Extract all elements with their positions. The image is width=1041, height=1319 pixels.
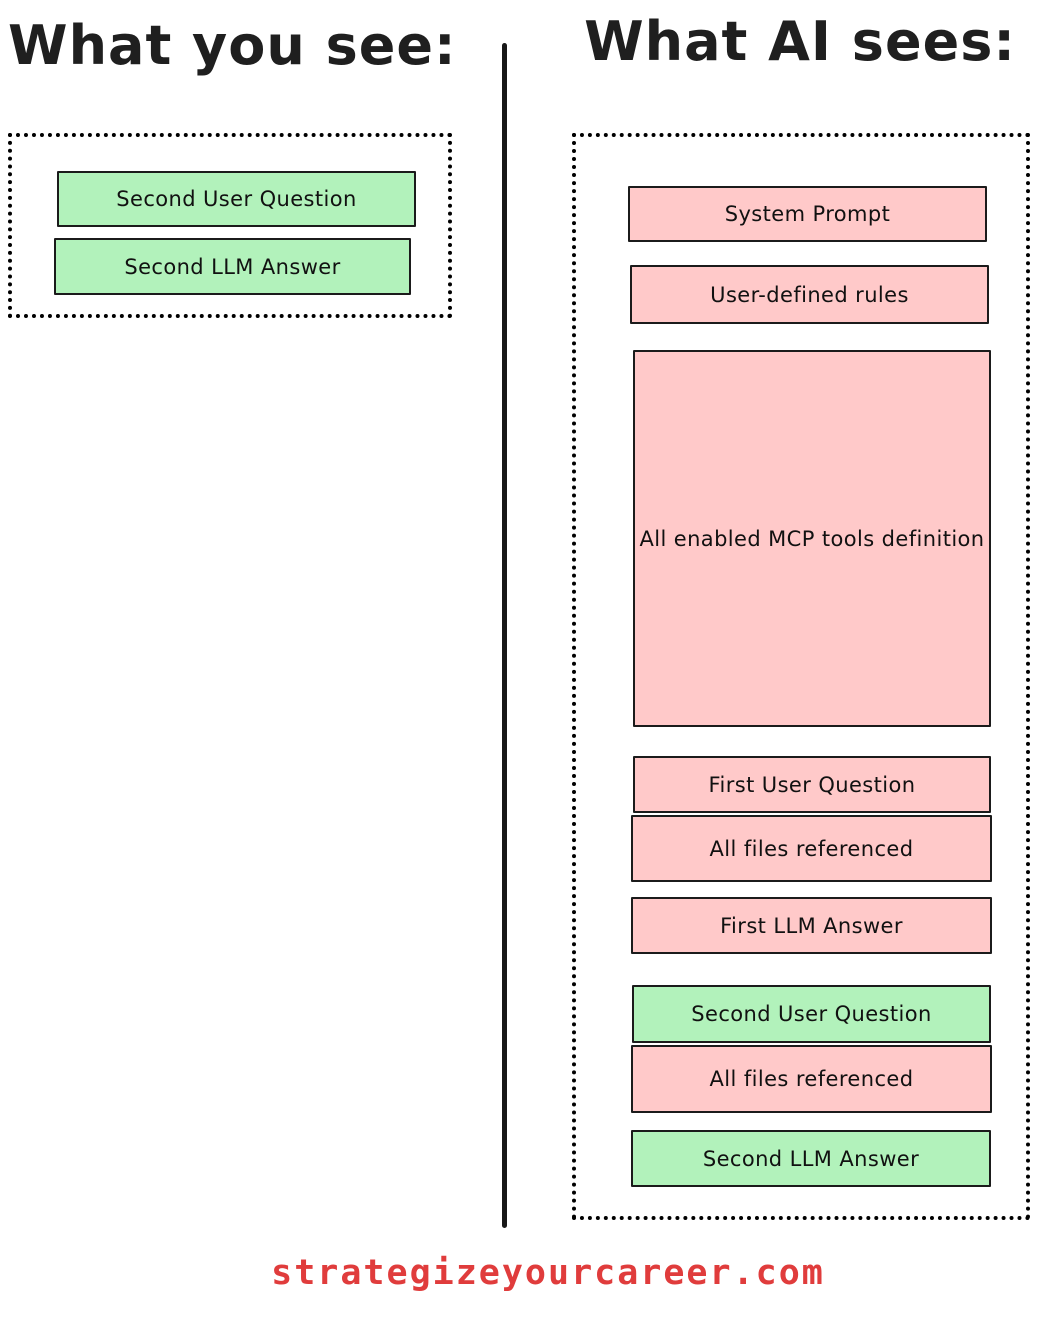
context-box-all-files-referenced-2: All files referenced	[631, 1045, 992, 1113]
context-box-label: Second User Question	[691, 1002, 932, 1026]
context-box-mcp-tools-definition: All enabled MCP tools definition	[633, 350, 991, 727]
context-box-label: All files referenced	[709, 1067, 914, 1091]
what-ai-sees-panel: System Prompt User-defined rules All ena…	[572, 133, 1030, 1220]
site-watermark: strategizeyourcareer.com	[271, 1253, 825, 1293]
context-box-second-llm-answer: Second LLM Answer	[631, 1130, 991, 1187]
context-box-first-llm-answer: First LLM Answer	[631, 897, 992, 954]
context-box-label: Second LLM Answer	[702, 1146, 920, 1171]
context-box-label: Second User Question	[116, 187, 357, 211]
right-panel-title: What AI sees:	[584, 10, 1016, 73]
context-box-all-files-referenced-1: All files referenced	[631, 815, 992, 882]
context-box-system-prompt: System Prompt	[628, 186, 987, 242]
context-box-label: All enabled MCP tools definition	[639, 526, 985, 551]
vertical-divider	[502, 43, 507, 1228]
context-box-second-user-question: Second User Question	[632, 985, 991, 1043]
context-box-second-llm-answer: Second LLM Answer	[54, 238, 411, 295]
context-box-label: First LLM Answer	[720, 913, 903, 938]
context-box-second-user-question: Second User Question	[57, 171, 416, 227]
context-box-label: First User Question	[708, 772, 916, 797]
context-box-first-user-question: First User Question	[633, 756, 991, 813]
context-box-label: User-defined rules	[710, 282, 909, 307]
context-box-label: All files referenced	[709, 836, 914, 861]
context-box-label: Second LLM Answer	[124, 254, 341, 279]
context-box-user-defined-rules: User-defined rules	[630, 265, 989, 324]
context-box-label: System Prompt	[724, 202, 891, 226]
left-panel-title: What you see:	[8, 14, 457, 77]
what-you-see-panel: Second User Question Second LLM Answer	[8, 133, 452, 318]
